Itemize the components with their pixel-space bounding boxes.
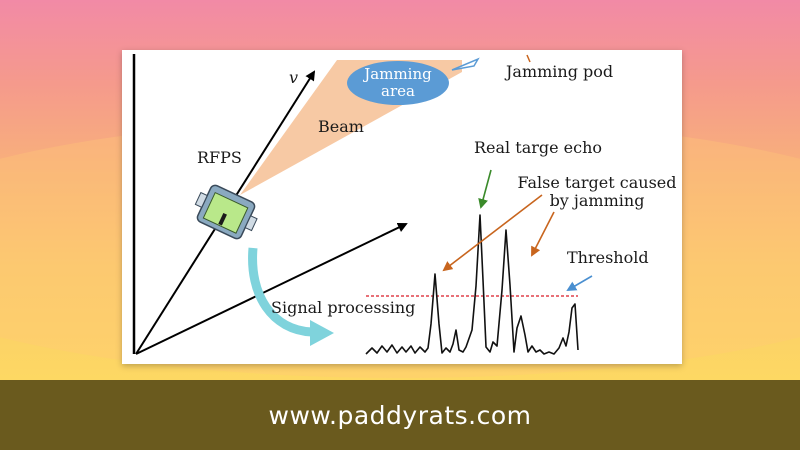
signal-waveform [365, 214, 579, 355]
false-target-arrow-right [531, 211, 555, 257]
label-v: v [289, 68, 299, 87]
label-jamming-pod: Jamming pod [506, 62, 614, 81]
signal-processing-arrow [248, 247, 313, 337]
signal-processing-arrowhead [310, 320, 334, 346]
label-threshold: Threshold [567, 248, 649, 267]
jamming-pod-tick [526, 54, 531, 63]
site-url: www.paddyrats.com [268, 400, 532, 430]
real-echo-arrow [478, 169, 492, 209]
threshold-arrow [566, 275, 593, 292]
diagram-panel: v Jamming area Jamming pod Beam RFPS Rea… [122, 50, 682, 364]
rfps-device [194, 184, 258, 240]
jamming-pod-pointer [451, 57, 480, 71]
jamming-area-ellipse [347, 61, 449, 105]
label-false-target: False target caused by jamming [517, 173, 677, 210]
label-rfps: RFPS [197, 148, 242, 167]
label-signal-processing: Signal processing [271, 298, 416, 317]
axis-range [135, 222, 408, 355]
label-beam: Beam [318, 117, 364, 136]
label-real-target-echo: Real targe echo [474, 138, 603, 157]
label-jamming-area: Jamming area [364, 65, 432, 100]
false-target-arrow-left [442, 194, 543, 272]
footer-bar: www.paddyrats.com [0, 380, 800, 450]
diagram-svg [132, 54, 593, 355]
